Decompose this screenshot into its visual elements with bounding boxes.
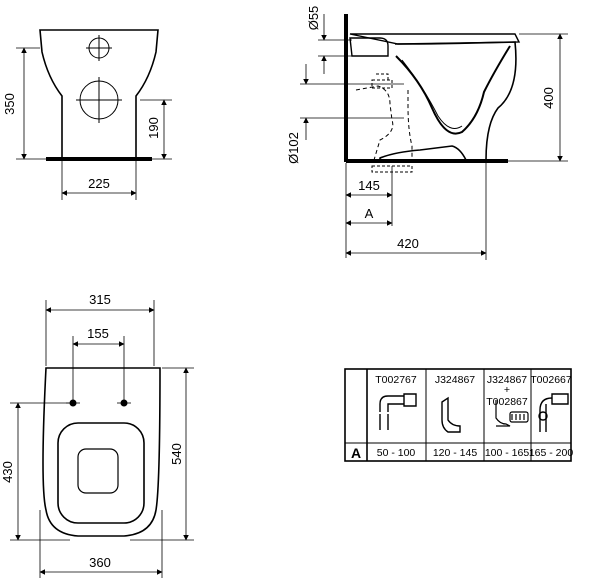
- side-outlet-diameter-label: Ø102: [286, 132, 301, 164]
- side-outlet-pipe: [355, 85, 413, 161]
- table-plus-3: +: [504, 384, 510, 396]
- side-seat-lid: [349, 33, 521, 45]
- front-height-total-label: 350: [2, 93, 17, 115]
- side-inlet-diameter-label: Ø55: [306, 6, 321, 31]
- table-code2-3: T002867: [486, 396, 528, 408]
- side-trap-outer: [401, 59, 463, 129]
- top-pan-outline: [42, 367, 161, 537]
- side-offset-a-label: A: [365, 206, 374, 221]
- front-height-outlet-label: 190: [146, 117, 161, 139]
- table-code-1: T002767: [375, 374, 417, 386]
- top-view: [10, 300, 194, 578]
- side-outlet-offset-label: 145: [358, 178, 380, 193]
- top-width-top-label: 315: [89, 292, 111, 307]
- table-range-4: 165 - 200: [529, 447, 574, 459]
- table-code-3: J324867: [487, 374, 527, 386]
- connector-icon-4: [538, 393, 569, 432]
- connector-icon-3: [495, 400, 529, 427]
- front-base-width-label: 225: [88, 176, 110, 191]
- table-range-3: 100 - 165: [485, 447, 530, 459]
- table-code-2: J324867: [435, 374, 475, 386]
- top-seat-outer: [57, 422, 145, 524]
- front-inlet-symbol: [86, 35, 112, 61]
- side-depth-label: 420: [397, 236, 419, 251]
- table-row-label-a: A: [351, 445, 361, 461]
- connector-table: [344, 368, 572, 462]
- table-range-1: 50 - 100: [377, 447, 416, 459]
- side-trap-inner: [395, 45, 511, 135]
- top-width-bottom-label: 360: [89, 555, 111, 570]
- connector-icon-1: [379, 393, 417, 430]
- connector-icon-2: [441, 396, 461, 433]
- top-seat-inner: [77, 448, 119, 494]
- front-view: [16, 29, 172, 200]
- side-inlet-connector: [349, 37, 389, 57]
- side-view: [300, 14, 568, 260]
- table-range-2: 120 - 145: [433, 447, 478, 459]
- front-outlet-symbol: [76, 77, 122, 123]
- top-fixing-spacing-label: 155: [87, 326, 109, 341]
- side-height-label: 400: [541, 87, 556, 109]
- table-code-4: T002667: [530, 374, 572, 386]
- side-bowl-body: [379, 41, 517, 161]
- top-height-right-label: 540: [169, 443, 184, 465]
- top-height-left-label: 430: [0, 461, 15, 483]
